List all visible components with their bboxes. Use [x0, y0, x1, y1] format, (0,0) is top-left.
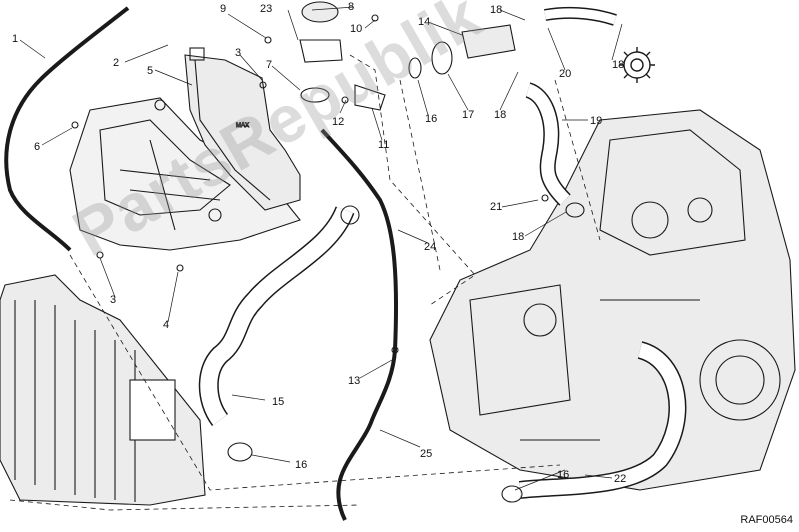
callout-2: 2 [113, 57, 119, 69]
expansion-tank: MAX [184, 47, 301, 211]
callout-6: 6 [34, 141, 40, 153]
thermostat [408, 24, 516, 79]
callout-22: 22 [614, 473, 626, 485]
callout-5: 5 [147, 65, 153, 77]
callout-16b: 16 [425, 113, 437, 125]
callout-18a: 18 [490, 4, 502, 16]
callout-8: 8 [348, 1, 354, 13]
callout-12: 12 [332, 116, 344, 128]
callout-18d: 18 [512, 231, 524, 243]
callout-3b: 3 [110, 294, 116, 306]
hose-1 [4, 6, 130, 252]
callout-11: 11 [378, 139, 389, 151]
callout-25: 25 [420, 448, 432, 460]
callout-9: 9 [220, 3, 226, 15]
callout-1: 1 [12, 33, 18, 45]
tank-marking: MAX [236, 123, 249, 129]
callout-16a: 16 [295, 459, 307, 471]
leader-lines [19, 6, 623, 491]
callout-15: 15 [272, 396, 284, 408]
callout-13: 13 [348, 375, 360, 387]
callout-14: 14 [418, 16, 430, 28]
callout-17: 17 [462, 109, 474, 121]
callout-23: 23 [260, 3, 272, 15]
gear-icon [619, 47, 655, 83]
callout-7: 7 [266, 59, 272, 71]
callout-10: 10 [350, 23, 362, 35]
frame-part [69, 97, 301, 251]
phantom-lines [9, 54, 601, 511]
callout-labels: 1 2 3 3 4 5 6 7 8 9 10 11 12 13 14 15 16… [12, 1, 626, 485]
callout-20: 20 [559, 68, 571, 80]
callout-16c: 16 [557, 469, 569, 481]
callout-19: 19 [590, 115, 602, 127]
reference-code: RAF00564 [740, 514, 793, 526]
radiator [0, 274, 206, 506]
callout-18c: 18 [612, 59, 624, 71]
cap [301, 1, 339, 23]
callout-3: 3 [235, 47, 241, 59]
callout-24: 24 [424, 241, 436, 253]
callout-4: 4 [163, 319, 169, 331]
hose-24-25 [320, 128, 399, 521]
callout-21: 21 [490, 201, 502, 213]
engine [429, 109, 796, 491]
callout-18b: 18 [494, 109, 506, 121]
